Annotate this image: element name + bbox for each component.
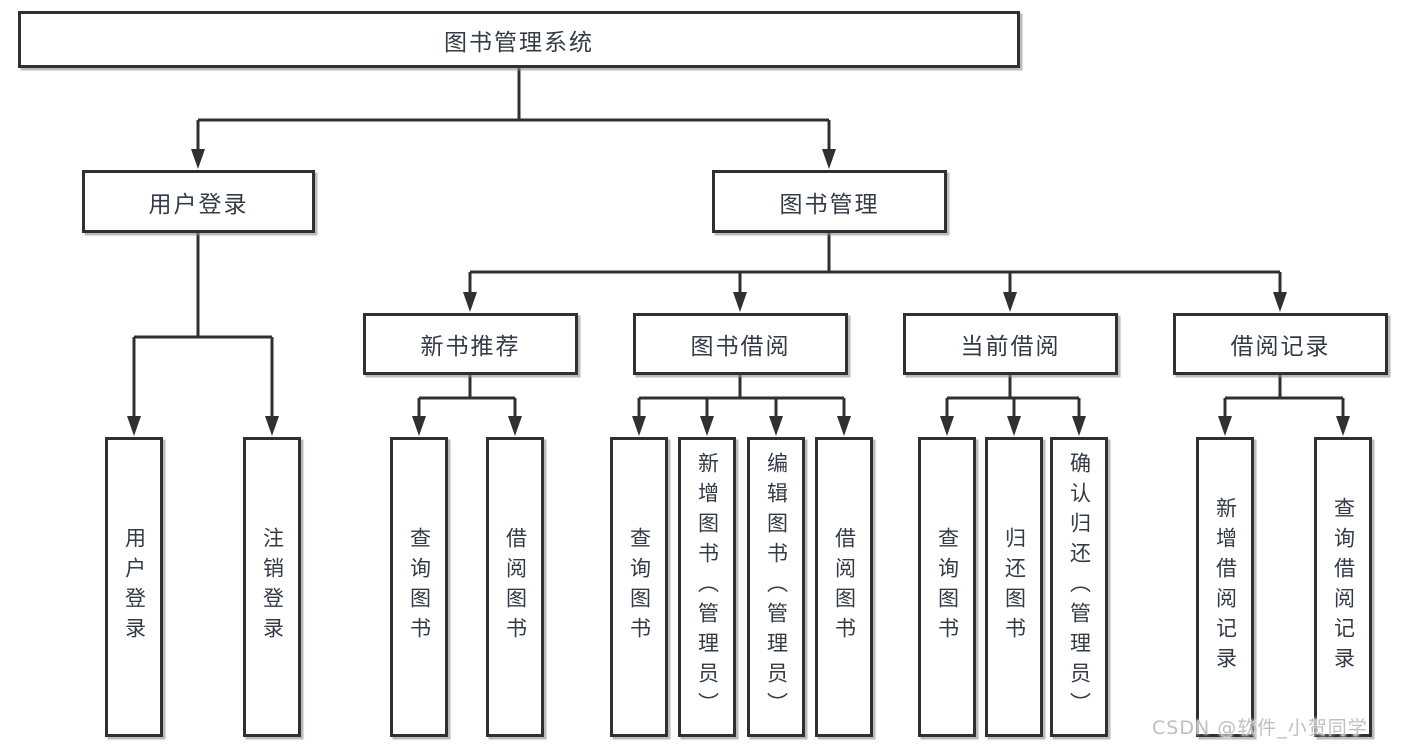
leaf-query-books-recommend: 查询图书 [390,437,448,737]
node-book-management: 图书管理 [712,170,947,233]
leaf-edit-books-admin: 编辑图书（管理员） [747,437,805,737]
leaf-confirm-return-admin-label: 确认归还（管理员） [1067,452,1092,722]
leaf-return-books: 归还图书 [985,437,1043,737]
leaf-add-borrow-record: 新增借阅记录 [1196,437,1254,737]
leaf-edit-books-admin-label: 编辑图书（管理员） [764,452,789,722]
node-root-label: 图书管理系统 [444,29,594,56]
node-new-book-recommendation: 新书推荐 [363,313,578,375]
node-new-book-recommendation-label: 新书推荐 [420,334,521,360]
leaf-add-books-admin-label: 新增图书（管理员） [695,452,720,722]
leaf-query-books-current: 查询图书 [918,437,976,737]
leaf-logout-login-label: 注销登录 [260,527,285,647]
leaf-user-login-label: 用户登录 [122,527,147,647]
leaf-query-books-borrow: 查询图书 [610,437,668,737]
node-current-borrowing: 当前借阅 [903,313,1118,375]
watermark: CSDN @软件_小贺同学 [1152,717,1368,739]
leaf-add-books-admin: 新增图书（管理员） [678,437,736,737]
node-user-login-label: 用户登录 [148,191,249,218]
leaf-borrow-books-borrow-label: 借阅图书 [832,527,857,647]
leaf-user-login: 用户登录 [105,437,163,737]
leaf-query-books-recommend-label: 查询图书 [407,527,432,647]
node-borrowing-records: 借阅记录 [1173,313,1388,375]
leaf-query-books-current-label: 查询图书 [935,527,960,647]
leaf-add-borrow-record-label: 新增借阅记录 [1213,497,1238,677]
leaf-borrow-books-recommend: 借阅图书 [486,437,544,737]
node-book-management-label: 图书管理 [779,191,880,218]
leaf-logout-login: 注销登录 [243,437,301,737]
leaf-query-borrow-record: 查询借阅记录 [1314,437,1372,737]
node-root: 图书管理系统 [18,11,1020,68]
node-book-borrowing-label: 图书借阅 [690,334,791,360]
node-user-login: 用户登录 [82,170,315,233]
leaf-query-borrow-record-label: 查询借阅记录 [1331,497,1356,677]
node-book-borrowing: 图书借阅 [633,313,848,375]
leaf-borrow-books-recommend-label: 借阅图书 [503,527,528,647]
node-borrowing-records-label: 借阅记录 [1230,334,1331,360]
leaf-confirm-return-admin: 确认归还（管理员） [1050,437,1108,737]
node-current-borrowing-label: 当前借阅 [960,334,1061,360]
leaf-return-books-label: 归还图书 [1002,527,1027,647]
leaf-query-books-borrow-label: 查询图书 [627,527,652,647]
leaf-borrow-books-borrow: 借阅图书 [815,437,873,737]
